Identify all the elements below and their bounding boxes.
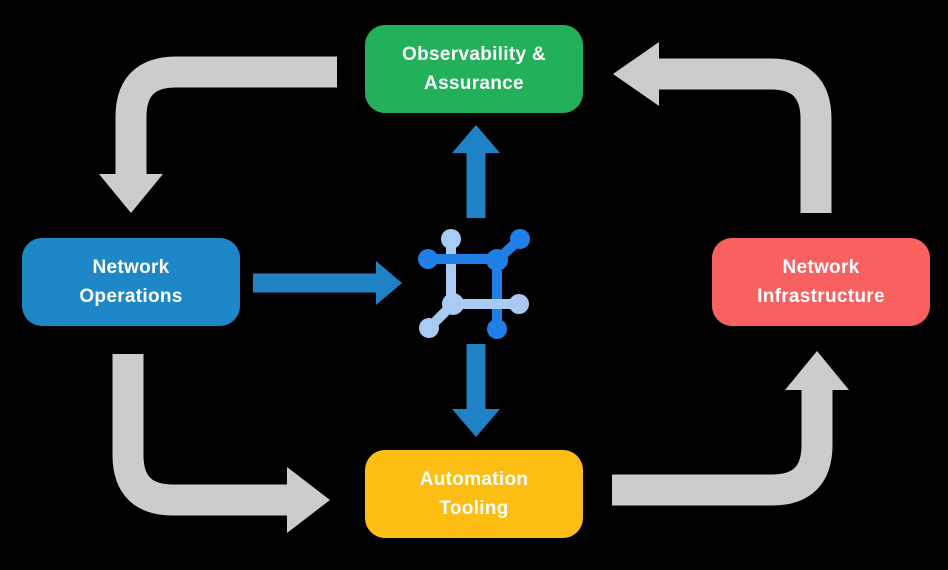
node-label: Automation Tooling bbox=[419, 468, 529, 519]
arrow-head-up bbox=[452, 125, 500, 153]
arrow-shaft bbox=[657, 58, 832, 213]
node-label: Observability & Assurance bbox=[402, 43, 546, 94]
node-automation-tooling: Automation Tooling bbox=[365, 450, 583, 538]
arrow-shaft bbox=[112, 354, 289, 516]
node-network-infrastructure: Network Infrastructure bbox=[712, 238, 930, 326]
node-observability-assurance: Observability & Assurance bbox=[365, 25, 583, 113]
node-network-operations: Network Operations bbox=[22, 238, 240, 326]
icon-dark-left-node bbox=[418, 249, 438, 269]
arrow-head-down bbox=[99, 174, 163, 213]
icon-light-top-node bbox=[441, 229, 461, 249]
cycle-arrow-observability-to-operations bbox=[99, 56, 337, 213]
arrow-head-up bbox=[785, 351, 849, 390]
arrow-head-left bbox=[613, 42, 659, 106]
cycle-arrow-automation-to-infrastructure bbox=[612, 351, 849, 506]
arrow-shaft bbox=[115, 56, 337, 176]
cycle-arrow-operations-to-automation bbox=[112, 354, 330, 533]
network-automation-icon bbox=[418, 229, 530, 339]
arrow-head-right bbox=[287, 467, 330, 533]
arrow-head-right bbox=[376, 261, 402, 305]
arrow-shaft bbox=[612, 389, 833, 506]
node-label: Network Infrastructure bbox=[757, 256, 885, 307]
icon-light-right-node bbox=[509, 294, 529, 314]
icon-dark-diagonal-node bbox=[510, 229, 530, 249]
flow-arrow-operations-to-center bbox=[253, 261, 402, 305]
flow-arrow-center-to-observability bbox=[452, 125, 500, 218]
icon-dark-bottom-node bbox=[487, 319, 507, 339]
node-label: Network Operations bbox=[79, 256, 183, 307]
flow-arrow-center-to-automation bbox=[452, 344, 500, 437]
icon-light-corner-node bbox=[442, 293, 464, 315]
cycle-arrow-infrastructure-to-observability bbox=[613, 42, 832, 213]
icon-light-diagonal-node bbox=[419, 318, 439, 338]
arrow-head-down bbox=[452, 409, 500, 437]
